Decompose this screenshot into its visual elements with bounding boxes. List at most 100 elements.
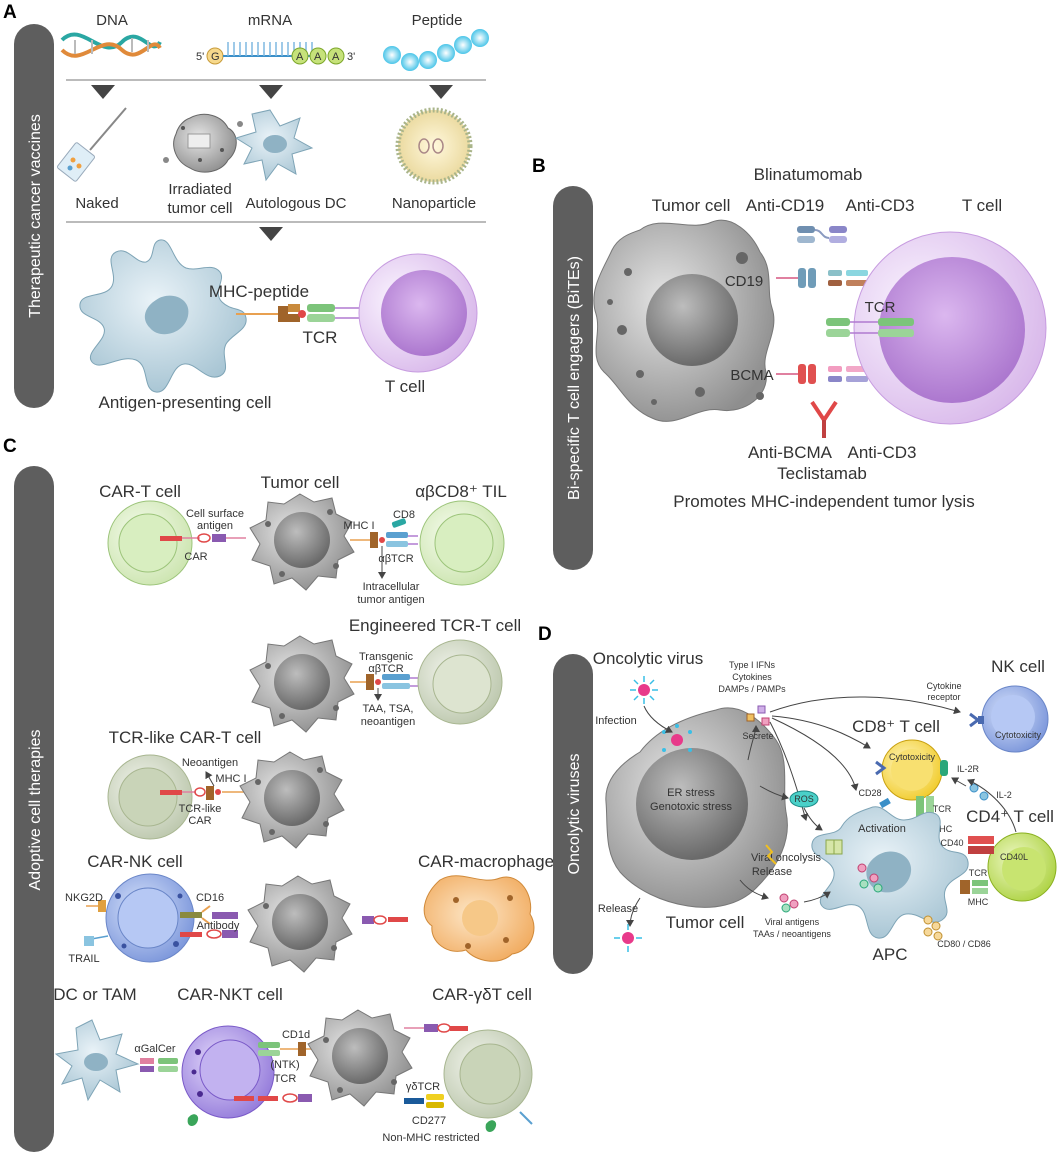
d-tumor-cell-label: Tumor cell bbox=[666, 913, 745, 932]
c-tumor-cell-label: Tumor cell bbox=[261, 473, 340, 492]
cd28-label: CD28 bbox=[858, 788, 881, 798]
cd19-label: CD19 bbox=[725, 273, 763, 290]
cd8-t-cell-icon bbox=[875, 739, 948, 820]
tcr-like-car-t-cell-icon bbox=[107, 754, 193, 840]
b-t-cell-icon bbox=[853, 231, 1047, 425]
engineered-tcr-t-cell-icon bbox=[417, 639, 503, 725]
car-nkt-cell-icon bbox=[181, 1025, 275, 1126]
car-t-cell-icon bbox=[107, 500, 193, 586]
viral-antigens-label: Viral antigens bbox=[765, 917, 820, 927]
b-caption: Promotes MHC-independent tumor lysis bbox=[673, 492, 974, 511]
nkt-receptors-icon bbox=[234, 1042, 316, 1103]
blinatumomab-label: Blinatumomab bbox=[754, 165, 863, 184]
mhc-i-tcr-icon bbox=[350, 518, 418, 548]
car-gdt-cell-icon bbox=[443, 1029, 533, 1132]
car-2-label: CAR bbox=[188, 815, 211, 827]
c2-tumor-cell-icon bbox=[249, 635, 355, 733]
irradiated-tumor-cell-icon bbox=[163, 113, 243, 173]
released-virus-icon bbox=[614, 924, 642, 952]
panel-a-letter: A bbox=[3, 2, 17, 23]
apc-label: Antigen-presenting cell bbox=[99, 393, 272, 412]
transgenic-tcr-icon bbox=[350, 674, 418, 690]
nk-cytotoxicity-label: Cytotoxicity bbox=[995, 730, 1042, 740]
il2-label: IL-2 bbox=[996, 790, 1012, 800]
arrow-down-icon bbox=[259, 85, 283, 99]
type-i-ifns-label: Type I IFNs bbox=[729, 660, 776, 670]
t-cell-icon bbox=[358, 253, 478, 373]
er-stress-label: ER stress bbox=[667, 787, 715, 799]
ntk-label: (NTK) bbox=[270, 1059, 299, 1071]
non-mhc-label: Non-MHC restricted bbox=[382, 1132, 479, 1144]
svg-text:A: A bbox=[314, 51, 322, 63]
cd8-t-cell-label: CD8⁺ T cell bbox=[852, 717, 940, 736]
bcma-receptor-icon bbox=[776, 364, 816, 384]
panel-c: C Adoptive cell therapies CAR-T cell Tum… bbox=[3, 436, 554, 1152]
mrna-label: mRNA bbox=[248, 12, 292, 29]
irradiated-label: Irradiated bbox=[168, 181, 231, 198]
viral-oncolysis-label: Viral oncolysis bbox=[751, 852, 822, 864]
car-macrophage-icon bbox=[423, 875, 535, 962]
release-right-label: Release bbox=[752, 866, 792, 878]
gd-tcr-label: γδTCR bbox=[406, 1081, 440, 1093]
teclistamab-label: Teclistamab bbox=[777, 464, 867, 483]
autologous-dc-icon bbox=[234, 109, 314, 182]
anti-cd3-top-label: Anti-CD3 bbox=[846, 196, 915, 215]
cytokine-particles-icon bbox=[746, 705, 770, 726]
anti-cd3-bottom-label: Anti-CD3 bbox=[848, 443, 917, 462]
intracellular-virus-icon bbox=[662, 724, 692, 752]
nkt-tcr-label: TCR bbox=[274, 1073, 297, 1085]
car-gdt-label: CAR-γδT cell bbox=[432, 985, 532, 1004]
cd4-t-cell-icon bbox=[960, 832, 1057, 902]
dna-label: DNA bbox=[96, 12, 128, 29]
transgenic-label: Transgenic bbox=[359, 651, 414, 663]
mhc-peptide-label: MHC-peptide bbox=[209, 282, 309, 301]
panel-b: B Bi-specific T cell engagers (BiTEs) Bl… bbox=[532, 156, 1047, 570]
panel-c-side-bar bbox=[14, 466, 54, 1152]
secrete-label: Secrete bbox=[742, 731, 773, 741]
dc-or-tam-label: DC or TAM bbox=[53, 985, 136, 1004]
b-tcr-label: TCR bbox=[865, 299, 896, 316]
genotoxic-label: Genotoxic stress bbox=[650, 801, 732, 813]
antibody-label: Antibody bbox=[197, 920, 240, 932]
d-nk-cell-icon bbox=[969, 685, 1049, 753]
damps-label: DAMPs / PAMPs bbox=[718, 684, 786, 694]
mhc-tcr-synapse-icon bbox=[236, 304, 362, 322]
cd16-label: CD16 bbox=[196, 892, 224, 904]
intracellular-label: Intracellular bbox=[363, 581, 420, 593]
teclistamab-molecule-icon bbox=[810, 400, 838, 438]
tcr-label: TCR bbox=[303, 328, 338, 347]
svg-text:A: A bbox=[332, 51, 340, 63]
svg-text:5': 5' bbox=[196, 51, 204, 63]
release-left-label: Release bbox=[598, 903, 638, 915]
c5-tumor-cell-icon bbox=[307, 1009, 413, 1107]
trail-label: TRAIL bbox=[68, 953, 99, 965]
d-apc-icon bbox=[811, 806, 969, 939]
cd40l-label: CD40L bbox=[1000, 852, 1028, 862]
blinatumomab-molecule-icon bbox=[797, 226, 847, 243]
cd80-icon bbox=[923, 915, 943, 941]
svg-text:G: G bbox=[211, 51, 220, 63]
ab-cd8-til-icon bbox=[419, 500, 505, 586]
d-mhc-2-label: MHC bbox=[968, 897, 989, 907]
panel-c-side-label: Adoptive cell therapies bbox=[27, 730, 44, 891]
lightning-icon bbox=[765, 844, 777, 865]
neoantigen-line-label: neoantigen bbox=[361, 716, 415, 728]
b-tumor-cell-icon bbox=[593, 219, 775, 422]
panel-a: A Therapeutic cancer vaccines DNA mRNA P… bbox=[3, 2, 489, 412]
car-nk-cell-icon bbox=[105, 873, 195, 963]
cell-surface-label: Cell surface bbox=[186, 508, 244, 520]
panel-d: D Oncolytic viruses Oncolytic virus Infe… bbox=[538, 624, 1057, 974]
b-tcr-icon bbox=[826, 318, 914, 337]
gdt-receptors-icon bbox=[404, 1023, 468, 1108]
panel-d-side-bar bbox=[553, 654, 593, 974]
oncolytic-virus-icon bbox=[630, 676, 658, 704]
antigen-label: antigen bbox=[197, 520, 233, 532]
cd8-label: CD8 bbox=[393, 509, 415, 521]
car-nk-label: CAR-NK cell bbox=[87, 852, 182, 871]
car-receptor-icon bbox=[160, 533, 246, 543]
c3-tumor-cell-icon bbox=[239, 751, 345, 849]
nanoparticle-icon bbox=[395, 107, 473, 185]
receptor-label: receptor bbox=[927, 692, 960, 702]
engineered-tcr-t-label: Engineered TCR-T cell bbox=[349, 616, 521, 635]
tcr-like-car-t-label: TCR-like CAR-T cell bbox=[109, 728, 262, 747]
